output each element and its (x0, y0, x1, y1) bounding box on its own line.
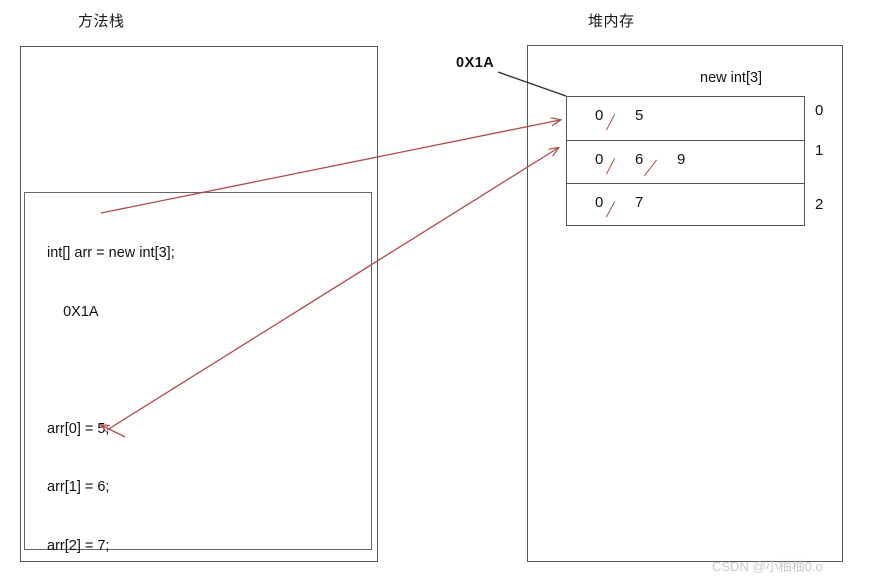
array-cell-row: 0 5 (567, 97, 804, 140)
code-line: 0X1A (47, 303, 99, 320)
array-cell-row: 0 7 (567, 183, 804, 226)
csdn-watermark: CSDN @小柚柚0.o (712, 559, 823, 574)
array-cell-old-value: 0 (595, 151, 604, 168)
array-cell-row: 0 6 9 (567, 140, 804, 183)
heap-section-title: 堆内存 (588, 13, 635, 30)
code-line: arr[0] = 5; (47, 420, 110, 437)
array-cell-value: 7 (635, 194, 644, 211)
array-cell-old-value: 0 (595, 194, 604, 211)
stack-section-title: 方法栈 (78, 13, 125, 30)
code-listing: int[] arr = new int[3]; 0X1A arr[0] = 5;… (47, 205, 367, 583)
code-line: arr[2] = 7; (47, 537, 110, 554)
array-cell-value: 5 (635, 107, 644, 124)
heap-address-label: 0X1A (456, 55, 495, 71)
heap-array-box: 0 5 0 6 9 0 7 (566, 96, 805, 226)
array-allocation-label: new int[3] (700, 70, 763, 86)
array-cell-old-value: 0 (595, 107, 604, 124)
array-index-label: 1 (815, 142, 824, 159)
array-index-label: 0 (815, 102, 824, 119)
code-line: arr[1] = 6; (47, 479, 110, 495)
array-cell-new-value: 9 (677, 151, 686, 168)
array-cell-value: 6 (635, 151, 644, 168)
array-index-label: 2 (815, 196, 824, 213)
code-line: int[] arr = new int[3]; (47, 245, 175, 261)
